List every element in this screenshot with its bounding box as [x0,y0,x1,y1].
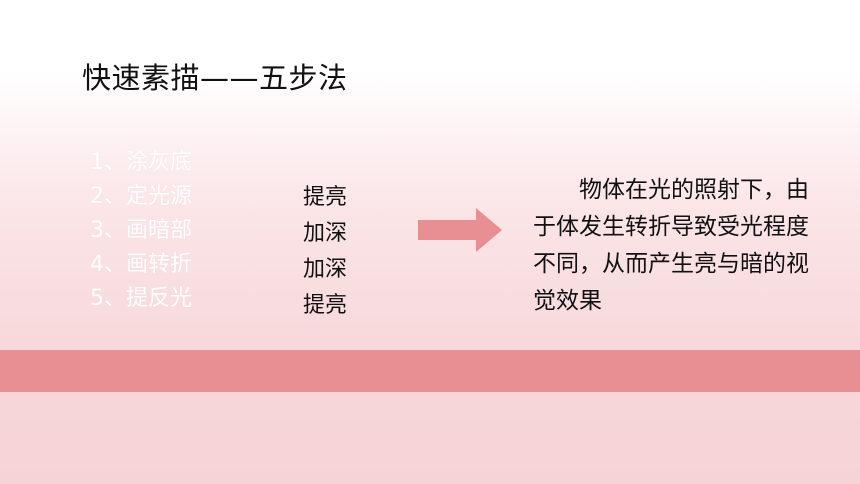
step-item: 5、提反光 [90,286,192,311]
actions-list: 提亮 加深 加深 提亮 [303,180,347,324]
step-item: 3、画暗部 [90,218,192,243]
action-item: 加深 [303,257,348,282]
step-item: 2、定光源 [90,184,192,209]
step-item: 1、涂灰底 [90,150,192,175]
step-item: 4、画转折 [90,252,192,277]
action-item: 提亮 [303,185,348,210]
explanation-text: 物体在光的照射下，由于体发生转折导致受光程度不同，从而产生亮与暗的视觉效果 [533,177,809,314]
steps-list: 1、涂灰底 2、定光源 3、画暗部 4、画转折 5、提反光 [90,146,192,316]
slide-title: 快速素描——五步法 [82,61,348,95]
accent-band [0,350,860,392]
action-item: 提亮 [303,293,348,318]
arrow-right-icon [418,208,502,252]
action-item: 加深 [303,221,348,246]
